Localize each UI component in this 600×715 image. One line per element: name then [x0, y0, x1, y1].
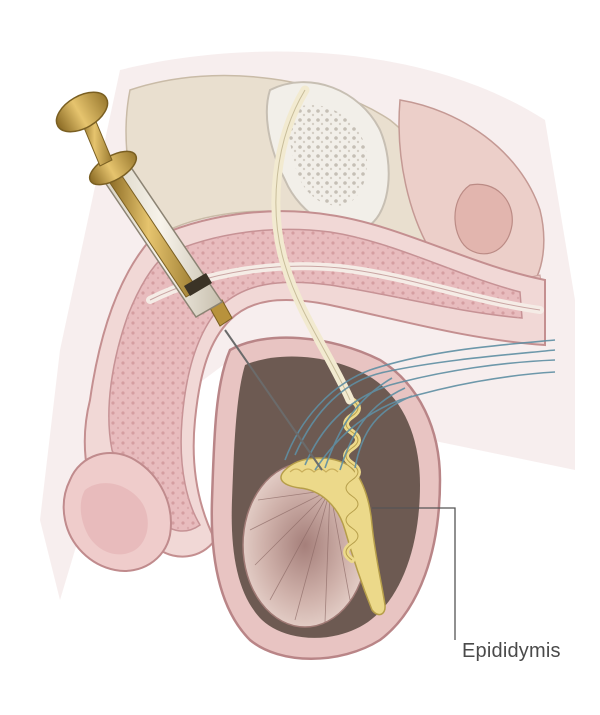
epididymis-label: Epididymis — [462, 640, 561, 663]
syringe-thumb-press — [50, 84, 114, 140]
